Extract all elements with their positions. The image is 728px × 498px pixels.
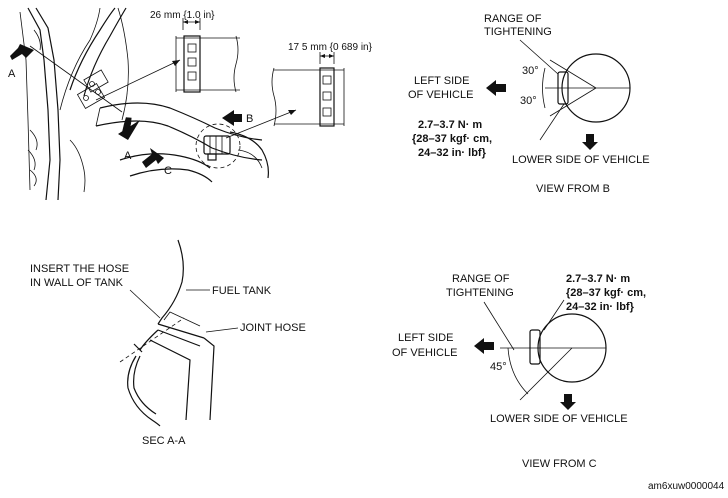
section-joint-hose: JOINT HOSE <box>240 322 306 334</box>
view-b-left-line1: LEFT SIDE <box>414 75 469 87</box>
pipe-upper-outer <box>69 7 116 91</box>
view-b-left-line2: OF VEHICLE <box>408 89 473 101</box>
view-from-c: RANGE OF TIGHTENING 2.7–3.7 N· m {28–37 … <box>392 273 646 470</box>
arrow-c <box>142 148 164 168</box>
section-line-a-a <box>29 45 123 113</box>
view-b-clamp <box>557 71 569 105</box>
view-b-torque-line3: 24–32 in· lbf} <box>418 147 487 159</box>
view-b-torque-line2: {28–37 kgf· cm, <box>412 133 492 145</box>
view-c-range-line1: RANGE OF <box>452 273 510 285</box>
view-c-torque-line1: 2.7–3.7 N· m <box>566 273 630 285</box>
view-b-range-line1: RANGE OF <box>484 13 542 25</box>
arrow-a-lower-label: A <box>124 150 132 162</box>
section-a-a: INSERT THE HOSE IN WALL OF TANK FUEL TAN… <box>30 239 306 447</box>
view-c-caption: VIEW FROM C <box>522 458 597 470</box>
pipe-upper-inner <box>83 7 127 97</box>
view-b-lower-side: LOWER SIDE OF VEHICLE <box>512 154 650 166</box>
view-c-angle: 45° <box>490 361 507 373</box>
arrow-b-label: B <box>246 113 253 125</box>
detail-26mm: 26 mm {1.0 in} <box>150 10 240 93</box>
view-c-torque-line2: {28–37 kgf· cm, <box>566 287 646 299</box>
view-b-torque-line1: 2.7–3.7 N· m <box>418 119 482 131</box>
section-insert-line1: INSERT THE HOSE <box>30 263 129 275</box>
section-fuel-tank: FUEL TANK <box>212 285 272 297</box>
view-c-down-arrow <box>560 394 576 410</box>
dimension-26mm-label: 26 mm {1.0 in} <box>150 10 215 21</box>
leader-to-detail-2 <box>225 109 297 139</box>
view-b-angle-lower: 30° <box>520 95 537 107</box>
tank-wall-lower <box>127 355 161 427</box>
joint-hose-upper-edge <box>99 102 263 141</box>
hose-clamp <box>203 135 231 155</box>
view-from-b: RANGE OF TIGHTENING 30° 30° LEFT SIDE OF… <box>408 13 650 195</box>
figure-id: am6xuw0000044 <box>648 481 725 492</box>
view-b-down-arrow <box>582 134 598 150</box>
body-frame-inner <box>35 7 61 201</box>
body-frame-edge <box>19 11 31 191</box>
section-caption: SEC A-A <box>142 435 186 447</box>
leader-to-detail-1 <box>95 59 181 101</box>
dimension-17-5mm-label: 17 5 mm {0 689 in} <box>288 42 373 53</box>
detail-17-5mm: 17 5 mm {0 689 in} <box>271 42 373 127</box>
view-c-left-line1: LEFT SIDE <box>398 332 453 344</box>
view-c-lower-side: LOWER SIDE OF VEHICLE <box>490 413 628 425</box>
view-b-left-arrow <box>486 80 506 96</box>
view-b-caption: VIEW FROM B <box>536 183 610 195</box>
view-b-angle-upper: 30° <box>522 65 539 77</box>
arrow-a-upper-label: A <box>8 68 16 80</box>
hose-routing-drawing: A A C B 26 mm {1.0 in} <box>8 7 373 201</box>
section-insert-line2: IN WALL OF TANK <box>30 277 124 289</box>
arrow-c-label: C <box>164 165 172 177</box>
arrow-b <box>222 110 242 126</box>
view-b-range-line2: TIGHTENING <box>484 26 552 38</box>
tank-wall-upper <box>157 239 184 325</box>
view-c-clamp <box>529 329 541 365</box>
view-c-left-arrow <box>474 338 494 354</box>
body-frame-outer <box>27 7 51 201</box>
view-c-left-line2: OF VEHICLE <box>392 347 457 359</box>
view-c-torque-line3: 24–32 in· lbf} <box>566 301 635 313</box>
view-c-range-line2: TIGHTENING <box>446 287 514 299</box>
joint-hose-body <box>149 339 191 421</box>
arrow-a-upper <box>10 44 34 60</box>
clamp-detail-circle <box>195 123 241 169</box>
joint-hose-lower-edge <box>95 120 263 161</box>
